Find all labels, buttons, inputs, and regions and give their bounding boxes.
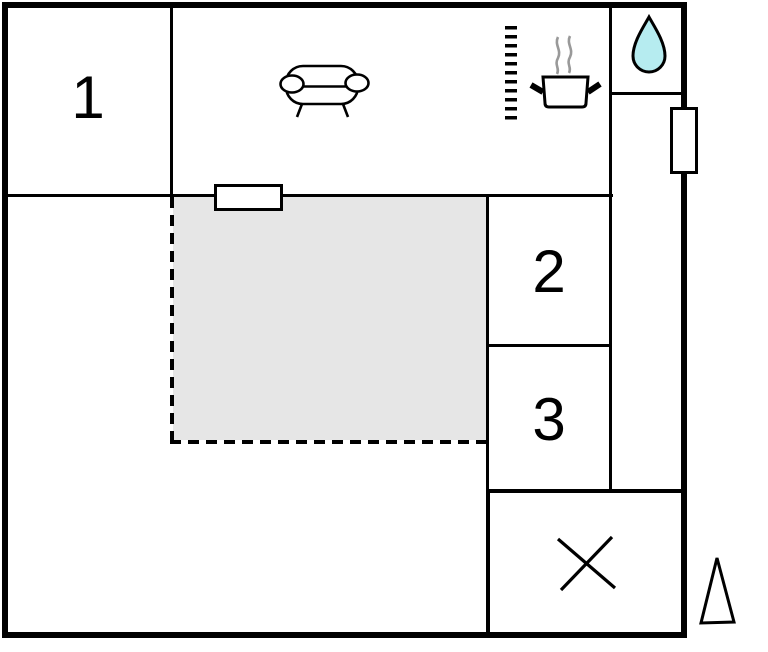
terrace-dashed-left-edge	[170, 197, 174, 443]
wall-room3-bottom	[486, 489, 681, 493]
door-marker	[214, 184, 283, 211]
wall-bathroom-bottom	[609, 92, 681, 95]
steam-lines-icon	[555, 35, 573, 75]
room-2-label: 2	[532, 238, 566, 305]
wall-rooms23-left	[486, 194, 489, 493]
room-3-label: 3	[532, 386, 566, 453]
wall-room2-room3-divider	[486, 344, 612, 347]
water-drop-icon	[631, 13, 667, 74]
wall-room1-right	[170, 2, 173, 197]
cooking-pot-icon	[529, 75, 602, 109]
room-1-label: 1	[71, 64, 105, 131]
wall-outer-left	[2, 2, 8, 638]
north-arrow-icon	[699, 557, 736, 625]
wall-corridor-left	[609, 2, 612, 492]
wall-xroom-left	[486, 489, 490, 632]
window-marker	[670, 107, 698, 174]
kitchen-dashed-line-icon	[505, 26, 517, 120]
terrace-area	[173, 197, 486, 440]
cross-icon	[556, 535, 617, 592]
wall-living-bottom	[2, 194, 613, 197]
sofa-icon	[279, 64, 370, 118]
terrace-dashed-bottom-edge	[170, 440, 487, 444]
wall-outer-bottom	[2, 632, 687, 638]
wall-outer-right	[681, 2, 687, 638]
wall-outer-top	[2, 2, 687, 8]
